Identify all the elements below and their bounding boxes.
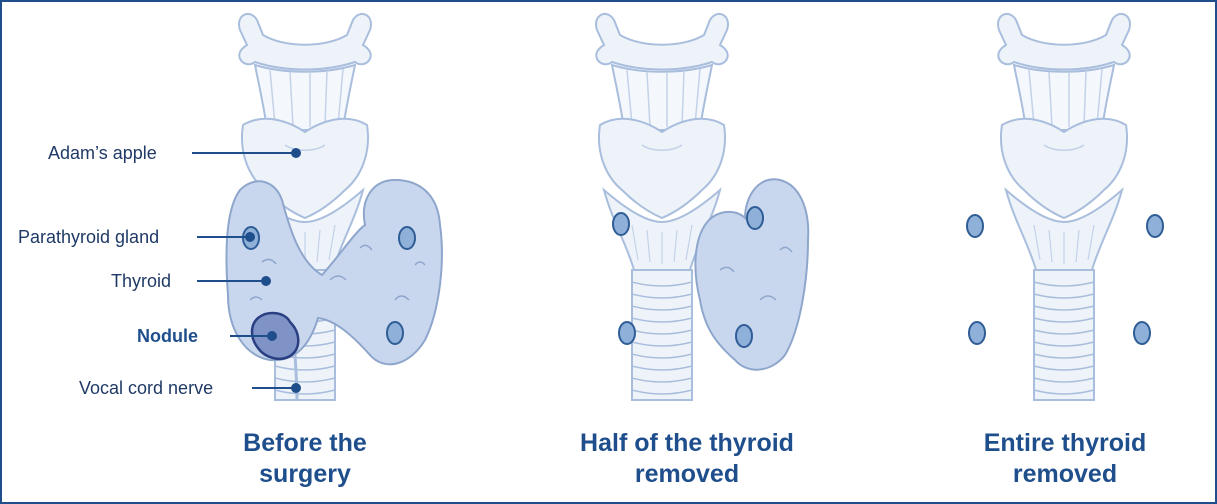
panel-half-removed [596,14,808,400]
label-vocal-cord-nerve: Vocal cord nerve [79,378,213,399]
caption-entire-removed: Entire thyroid removed [970,428,1160,490]
caption-half-line2: removed [562,459,812,490]
label-parathyroid-gland: Parathyroid gland [18,227,159,248]
panel-before-surgery [192,14,442,400]
caption-entire-line1: Entire thyroid [970,428,1160,459]
parathyroid-gland-2 [399,227,415,249]
label-adams-apple: Adam’s apple [48,143,157,164]
caption-half-removed: Half of the thyroid removed [562,428,812,490]
caption-half-line1: Half of the thyroid [562,428,812,459]
parathyroid-gland-p3-4 [1134,322,1150,344]
panel-entire-removed [967,14,1163,400]
label-nodule: Nodule [137,326,198,347]
larynx-trachea-2 [596,14,728,400]
parathyroid-gland-p3-1 [967,215,983,237]
parathyroid-gland-p2-2 [747,207,763,229]
larynx-trachea-3 [998,14,1130,400]
caption-before-surgery: Before the surgery [220,428,390,490]
parathyroid-gland-p2-1 [613,213,629,235]
parathyroid-gland-p3-2 [1147,215,1163,237]
caption-entire-line2: removed [970,459,1160,490]
parathyroid-gland-p3-3 [969,322,985,344]
caption-before-line2: surgery [220,459,390,490]
label-thyroid: Thyroid [111,271,171,292]
parathyroid-gland-p2-4 [736,325,752,347]
parathyroid-gland-3 [387,322,403,344]
caption-before-line1: Before the [220,428,390,459]
parathyroid-gland-p2-3 [619,322,635,344]
